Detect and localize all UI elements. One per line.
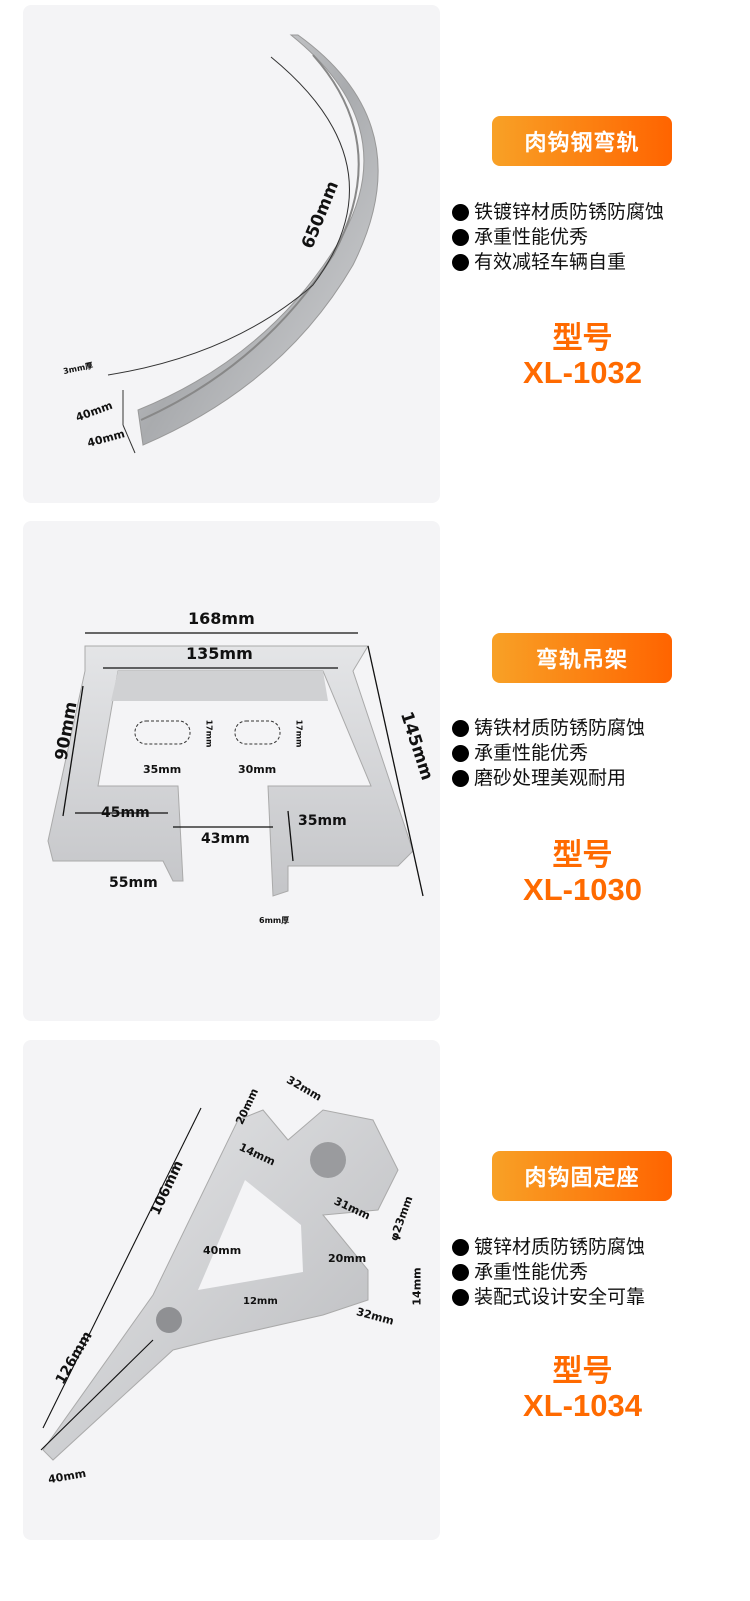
- product-name-badge: 弯轨吊架: [492, 633, 672, 683]
- product-image-rail: 650mm 3mm厚 40mm 40mm: [23, 5, 440, 503]
- dim-slot2-height: 17mm: [294, 719, 304, 748]
- feature-item: 承重性能优秀: [452, 225, 664, 250]
- bullet-icon: [452, 1264, 469, 1281]
- bullet-icon: [452, 1289, 469, 1306]
- product-image-seat: 32mm 20mm 14mm 106mm 31mm φ23mm 40mm 20m…: [23, 1040, 440, 1540]
- bullet-icon: [452, 204, 469, 221]
- feature-item: 承重性能优秀: [452, 1260, 645, 1285]
- fixed-seat-illustration: [40, 1107, 399, 1461]
- model-block: 型号 XL-1034: [440, 1355, 725, 1423]
- bullet-icon: [452, 254, 469, 271]
- dim-tab: 55mm: [109, 875, 158, 891]
- dim-thickness: 6mm厚: [259, 916, 290, 925]
- product-name-badge: 肉钩钢弯轨: [492, 116, 672, 166]
- model-block: 型号 XL-1032: [440, 322, 725, 390]
- bracket-illustration: [47, 632, 424, 897]
- model-label: 型号: [552, 321, 613, 356]
- dim-40mm: 40mm: [203, 1244, 242, 1257]
- bullet-icon: [452, 229, 469, 246]
- feature-list: 铁镀锌材质防锈防腐蚀 承重性能优秀 有效减轻车辆自重: [452, 200, 664, 275]
- bullet-icon: [452, 745, 469, 762]
- dim-20mm: 20mm: [328, 1252, 367, 1265]
- dim-foot-width: 45mm: [101, 805, 150, 821]
- curved-rail-illustration: [107, 34, 379, 454]
- dim-foot-height: 35mm: [298, 813, 347, 829]
- model-code: XL-1032: [523, 355, 642, 390]
- feature-item: 镀锌材质防锈防腐蚀: [452, 1235, 645, 1260]
- feature-item: 铸铁材质防锈防腐蚀: [452, 716, 645, 741]
- feature-item: 有效减轻车辆自重: [452, 250, 664, 275]
- model-block: 型号 XL-1030: [440, 839, 725, 907]
- dim-outer-width: 168mm: [188, 609, 255, 628]
- dim-slot2-width: 30mm: [238, 763, 277, 776]
- product-name-badge: 肉钩固定座: [492, 1151, 672, 1201]
- dim-slot1-height: 17mm: [204, 719, 214, 748]
- bullet-icon: [452, 720, 469, 737]
- feature-item: 铁镀锌材质防锈防腐蚀: [452, 200, 664, 225]
- bullet-icon: [452, 1239, 469, 1256]
- dim-14mm-b: 14mm: [410, 1267, 424, 1306]
- product-image-bracket: 168mm 135mm 90mm 145mm 35mm 17mm 30mm 17…: [23, 521, 440, 1021]
- model-code: XL-1034: [523, 1388, 642, 1423]
- model-label: 型号: [552, 838, 613, 873]
- feature-item: 承重性能优秀: [452, 741, 645, 766]
- feature-list: 镀锌材质防锈防腐蚀 承重性能优秀 装配式设计安全可靠: [452, 1235, 645, 1310]
- feature-item: 磨砂处理美观耐用: [452, 766, 645, 791]
- dim-12mm: 12mm: [243, 1296, 278, 1307]
- dim-inner-width: 135mm: [186, 644, 253, 663]
- feature-item: 装配式设计安全可靠: [452, 1285, 645, 1310]
- model-label: 型号: [552, 1354, 613, 1389]
- dim-slot1-width: 35mm: [143, 763, 182, 776]
- feature-list: 铸铁材质防锈防腐蚀 承重性能优秀 磨砂处理美观耐用: [452, 716, 645, 791]
- dim-gap: 43mm: [201, 831, 250, 847]
- bullet-icon: [452, 770, 469, 787]
- model-code: XL-1030: [523, 872, 642, 907]
